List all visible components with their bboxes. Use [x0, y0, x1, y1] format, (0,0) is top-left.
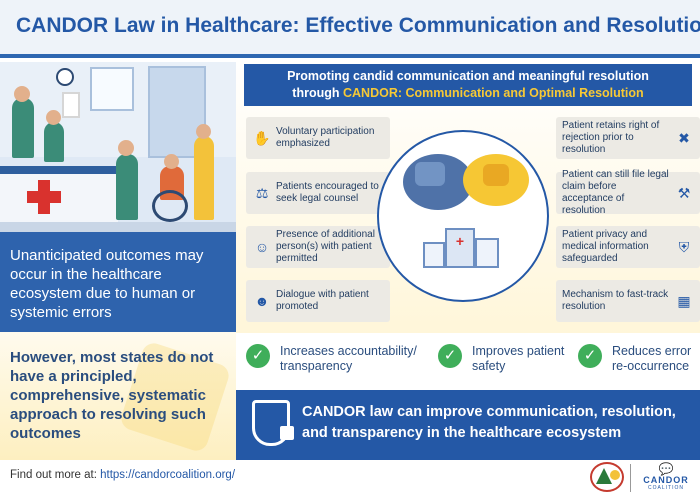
- banner-line2: through CANDOR: Communication and Optima…: [244, 85, 692, 102]
- receptionist-head: [46, 110, 61, 125]
- check-icon: ✓: [438, 344, 462, 368]
- check-label: Reduces error re-occurrence: [612, 344, 692, 373]
- feature-additional-persons: ☺ Presence of additional person(s) with …: [246, 226, 390, 268]
- check-icon: ✓: [578, 344, 602, 368]
- medical-cross-icon-bar: [27, 191, 61, 203]
- conclusion-banner: CANDOR law can improve communication, re…: [236, 390, 700, 460]
- however-highlight: However: [10, 349, 72, 366]
- find-prefix: Find out more at:: [10, 469, 101, 481]
- doctor-figure: [116, 154, 138, 220]
- feature-label: Patients encouraged to seek legal counse…: [276, 181, 379, 204]
- clock-icon: [56, 68, 74, 86]
- logo-name: CANDOR: [643, 475, 689, 485]
- page-title: CANDOR Law in Healthcare: Effective Comm…: [16, 14, 700, 37]
- shield-user-icon: ⛨: [678, 239, 690, 255]
- title-bar: CANDOR Law in Healthcare: Effective Comm…: [0, 0, 700, 58]
- feature-label: Patient retains right of rejection prior…: [562, 120, 660, 155]
- logo-sub: COALITION: [648, 485, 684, 491]
- central-illustration: +: [377, 130, 549, 302]
- scales-icon: ⚖: [255, 185, 269, 201]
- receptionist-figure: [44, 122, 64, 162]
- feature-label: Patient can still file legal claim befor…: [562, 169, 669, 216]
- banner-highlight: CANDOR: Communication and Optimal Resolu…: [342, 86, 644, 100]
- hands-icon: ✋: [253, 130, 271, 146]
- shield-icon: [252, 400, 290, 446]
- feature-label: Mechanism to fast-track resolution: [562, 289, 669, 312]
- sun-icon: [610, 470, 620, 480]
- puzzle-piece-yellow: [483, 164, 509, 186]
- conversation-icon: ☻: [254, 293, 270, 309]
- feature-fast-track: Mechanism to fast-track resolution ▦: [556, 280, 700, 322]
- wall-chart: [62, 92, 80, 118]
- candor-banner: Promoting candid communication and meani…: [244, 64, 692, 106]
- doctor-head: [118, 140, 134, 156]
- puzzle-piece-blue: [415, 162, 445, 186]
- check-icon: ✓: [246, 344, 270, 368]
- logo-divider: [630, 464, 631, 492]
- companion-figure: [194, 136, 214, 220]
- wheelchair-icon: [152, 190, 188, 222]
- hospital-building-icon: [445, 228, 475, 268]
- hospital-building-side: [475, 238, 499, 268]
- nurse-figure: [12, 98, 34, 158]
- check-label: Increases accountability/ transparency: [280, 344, 417, 373]
- however-text: , most states do not have a principled, …: [10, 349, 214, 442]
- feature-dialogue: ☻ Dialogue with patient promoted: [246, 280, 390, 322]
- feature-legal-claim: Patient can still file legal claim befor…: [556, 169, 700, 216]
- calendar-icon: ▦: [677, 293, 691, 309]
- hospital-cross-icon: +: [455, 233, 465, 249]
- feature-label: Dialogue with patient promoted: [276, 289, 369, 312]
- feature-label: Presence of additional person(s) with pa…: [276, 229, 375, 264]
- companion-head: [196, 124, 211, 139]
- check-error-reoccurrence: ✓ Reduces error re-occurrence: [578, 344, 694, 380]
- people-icon: ☺: [254, 239, 270, 255]
- candor-coalition-logo: 💬 CANDOR COALITION: [638, 463, 694, 493]
- outcomes-text: Unanticipated outcomes may occur in the …: [10, 247, 204, 321]
- hospital-illustration: [0, 62, 236, 232]
- tree-icon: [596, 468, 612, 484]
- outcomes-panel: Unanticipated outcomes may occur in the …: [0, 232, 236, 332]
- illustration-floor: [0, 222, 236, 232]
- check-label: Improves patient safety: [472, 344, 565, 373]
- feature-right-of-rejection: Patient retains right of rejection prior…: [556, 117, 700, 159]
- feature-legal-counsel: ⚖ Patients encouraged to seek legal coun…: [246, 172, 390, 214]
- banner-line1: Promoting candid communication and meani…: [287, 69, 649, 83]
- find-out-more: Find out more at: https://candorcoalitio…: [10, 469, 235, 481]
- lock-icon: [280, 426, 294, 440]
- banner-line2-prefix: through: [292, 86, 343, 100]
- check-patient-safety: ✓ Improves patient safety: [438, 344, 568, 380]
- patient-head: [164, 154, 179, 169]
- conclusion-text: CANDOR law can improve communication, re…: [302, 404, 676, 441]
- website-link[interactable]: https://candorcoalition.org/: [100, 469, 236, 481]
- nurse-head: [14, 86, 30, 102]
- thumbs-down-icon: ✖: [678, 130, 690, 146]
- footer: Find out more at: https://candorcoalitio…: [0, 460, 700, 495]
- feature-privacy: Patient privacy and medical information …: [556, 226, 700, 268]
- gavel-icon: ⚒: [677, 185, 691, 201]
- speech-bubbles-icon: 💬: [658, 462, 674, 476]
- feature-voluntary-participation: ✋ Voluntary participation emphasized: [246, 117, 390, 159]
- illustration-window: [90, 67, 134, 111]
- however-panel: However, most states do not have a princ…: [0, 332, 236, 460]
- feature-label: Patient privacy and medical information …: [562, 229, 649, 264]
- hospital-building-small: [423, 242, 445, 268]
- colorado-logo-icon: [590, 462, 624, 492]
- check-accountability: ✓ Increases accountability/ transparency: [246, 344, 426, 380]
- feature-label: Voluntary participation emphasized: [276, 126, 375, 149]
